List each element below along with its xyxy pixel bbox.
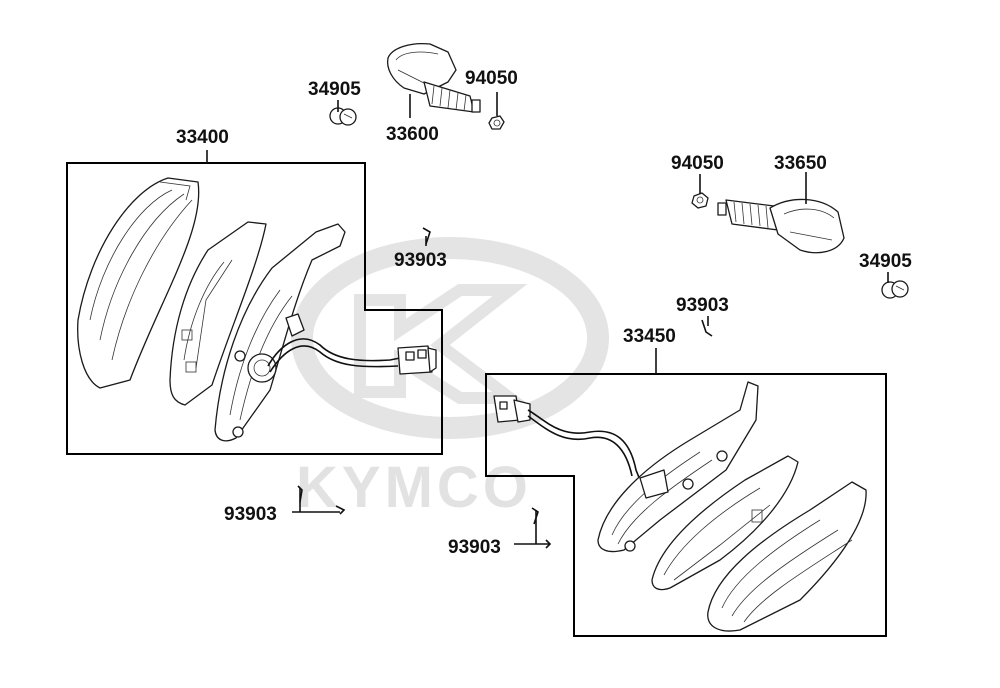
label-93903-a: 93903: [394, 250, 447, 271]
screw-93903-d: [531, 507, 552, 549]
bulb-34905-right: [881, 280, 909, 299]
left-wire-connector: [267, 338, 437, 375]
left-reflector: [169, 221, 267, 406]
label-93903-c: 93903: [224, 504, 277, 525]
bulb-34905-top: [329, 107, 357, 126]
left-housing: [214, 223, 346, 442]
label-34905-top: 34905: [308, 79, 361, 100]
nut-94050-top: [488, 115, 505, 130]
label-94050-right: 94050: [671, 153, 724, 174]
nut-94050-right: [691, 192, 709, 209]
right-reflector: [651, 455, 799, 591]
turn-signal-33650: [717, 198, 845, 254]
label-34905-right: 34905: [859, 251, 912, 272]
right-lens: [707, 481, 867, 632]
screw-93903-b: [701, 319, 713, 337]
watermark-text: KYMCO: [296, 455, 532, 520]
leader-lines: [206, 92, 889, 545]
frame-33450: [485, 373, 887, 637]
label-33600: 33600: [386, 124, 439, 145]
right-wire-connector: [493, 395, 641, 481]
label-93903-b: 93903: [676, 295, 729, 316]
label-33650: 33650: [774, 153, 827, 174]
left-lens: [77, 177, 200, 389]
screw-93903-a: [422, 227, 431, 245]
label-93903-d: 93903: [448, 537, 501, 558]
kymco-watermark: KYMCO: [291, 237, 609, 520]
turn-signal-33600: [386, 42, 481, 113]
label-33400: 33400: [176, 127, 229, 148]
right-housing: [597, 381, 759, 553]
label-33450: 33450: [623, 326, 676, 347]
frame-33400: [66, 162, 443, 455]
label-94050-top: 94050: [465, 68, 518, 89]
